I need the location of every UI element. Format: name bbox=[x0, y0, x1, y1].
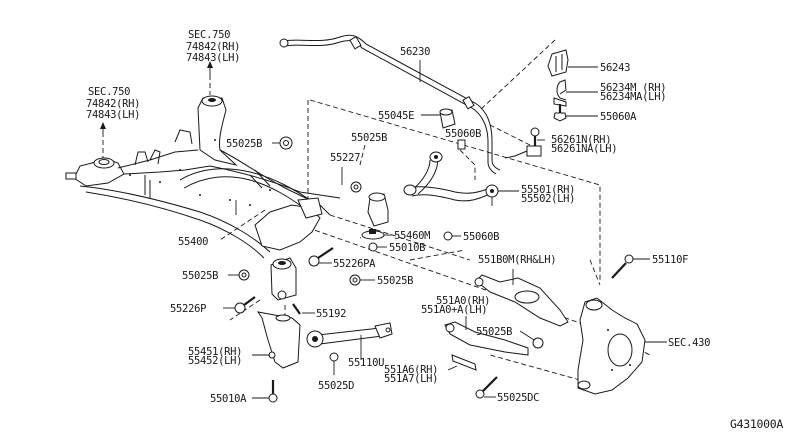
clamp-bolt-55060a bbox=[553, 104, 567, 122]
stopper-55460m-shape bbox=[361, 229, 385, 240]
label-lower-arm: 551B0M(RH&LH) bbox=[478, 254, 556, 266]
bushing-clamp bbox=[553, 79, 567, 107]
label-sec750-top-lh: 74843(LH) bbox=[186, 52, 240, 64]
sec750-arrows bbox=[100, 61, 213, 137]
label-bolt-55025dc: 55025DC bbox=[497, 392, 539, 404]
label-nut-55060b-lower: 55060B bbox=[463, 231, 499, 243]
label-knuckle: SEC.430 bbox=[668, 337, 710, 349]
label-nut-55010b: 55010B bbox=[389, 242, 425, 254]
bolt-55226p-shape bbox=[234, 296, 256, 314]
figure-code: G431000A bbox=[730, 417, 783, 431]
bolt-55226pa-shape bbox=[308, 247, 334, 267]
label-bolt-55110f: 55110F bbox=[652, 254, 688, 266]
lower-arm-551b0m bbox=[474, 274, 569, 327]
pin-55192-shape bbox=[292, 303, 301, 315]
label-cover-lh: 551A7(LH) bbox=[384, 373, 438, 385]
label-sec750-top-rh: 74842(RH) bbox=[186, 41, 240, 53]
label-nut-55025b-member: 55025B bbox=[226, 138, 262, 150]
label-washer-55227: 55227 bbox=[330, 152, 360, 164]
knuckle-sec430 bbox=[577, 297, 646, 395]
label-lower-link-rh: 551A0(RH) bbox=[436, 295, 490, 307]
label-connecting-rod-rh: 56261N(RH) bbox=[551, 134, 611, 146]
label-nut-55025d: 55025D bbox=[318, 380, 354, 392]
label-clamp-bolt: 55060A bbox=[600, 111, 637, 123]
label-nut-55025b-left: 55025B bbox=[182, 270, 218, 282]
lower-link-551a0 bbox=[444, 321, 529, 356]
label-lower-link-lh: 551A0+A(LH) bbox=[421, 304, 487, 316]
bracket-55451-shape bbox=[256, 311, 301, 369]
upper-link bbox=[403, 151, 499, 206]
connecting-rod bbox=[504, 127, 542, 159]
cover-551a6-shape bbox=[451, 354, 477, 371]
label-nut-55025b-lower: 55025B bbox=[476, 326, 512, 338]
label-sec750-left: SEC.750 bbox=[88, 86, 130, 98]
nut-55025d-shape bbox=[329, 352, 339, 362]
nut-55025b-left-shape bbox=[238, 269, 250, 281]
label-nut-55025b-mid: 55025B bbox=[377, 275, 413, 287]
nut-55010b-shape bbox=[368, 242, 378, 252]
label-sec750-top: SEC.750 bbox=[188, 29, 230, 41]
member-upper-bushing bbox=[367, 192, 389, 227]
leader-lines bbox=[223, 60, 667, 399]
label-pin-55192: 55192 bbox=[316, 308, 346, 320]
member-bushing-housing bbox=[270, 257, 297, 301]
label-upper-link-rh: 55501(RH) bbox=[521, 184, 575, 196]
label-stabilizer-bar: 56230 bbox=[400, 46, 430, 58]
label-bracket-rh: 55451(RH) bbox=[188, 346, 242, 358]
label-sec750-left-rh: 74842(RH) bbox=[86, 98, 140, 110]
nut-55025b-lower-shape bbox=[532, 337, 544, 349]
bolt-55010a-shape bbox=[268, 380, 278, 403]
suspension-member-55400 bbox=[65, 95, 341, 259]
label-sec750-left-lh: 74843(LH) bbox=[86, 109, 140, 121]
nut-55060b-upper-shape bbox=[457, 139, 466, 150]
label-toe-link: 55110U bbox=[348, 357, 384, 369]
bolt-55110f-shape bbox=[611, 254, 634, 279]
nut-55060b-lower-shape bbox=[443, 231, 453, 241]
label-upper-link-lh: 55502(LH) bbox=[521, 193, 575, 205]
label-bolt-55226p: 55226P bbox=[170, 303, 206, 315]
label-nut-upper-b: 55025B bbox=[351, 132, 387, 144]
stabilizer-bar-56230 bbox=[279, 34, 501, 175]
label-clamp-rh: 56234M (RH) bbox=[600, 82, 666, 94]
bushing-55045e bbox=[439, 108, 456, 129]
bolt-55025dc-shape bbox=[475, 376, 498, 399]
label-member: 55400 bbox=[178, 236, 208, 248]
label-bracket-lh: 55452(LH) bbox=[188, 355, 242, 367]
label-cover-rh: 551A6(RH) bbox=[384, 364, 438, 376]
washer-55227 bbox=[350, 181, 362, 193]
label-nut-55060b-upper: 55060B bbox=[445, 128, 481, 140]
label-stopper: 55460M bbox=[394, 230, 430, 242]
part-labels: SEC.750 74842(RH) 74843(LH) SEC.750 7484… bbox=[86, 29, 784, 431]
stabilizer-bushing-56243 bbox=[547, 49, 569, 77]
label-connecting-rod-lh: 56261NA(LH) bbox=[551, 143, 617, 155]
label-bolt-55010a: 55010A bbox=[210, 393, 247, 405]
toe-link-55110u bbox=[306, 322, 393, 348]
label-bolt-55226pa: 55226PA bbox=[333, 258, 376, 270]
label-clamp-lh: 56234MA(LH) bbox=[600, 91, 666, 103]
nut-55025b-member-shape bbox=[279, 136, 293, 150]
nut-55025b-mid-shape bbox=[349, 274, 361, 286]
label-stabilizer-bushing: 56243 bbox=[600, 62, 630, 74]
label-bushing-upper: 55045E bbox=[378, 110, 414, 122]
